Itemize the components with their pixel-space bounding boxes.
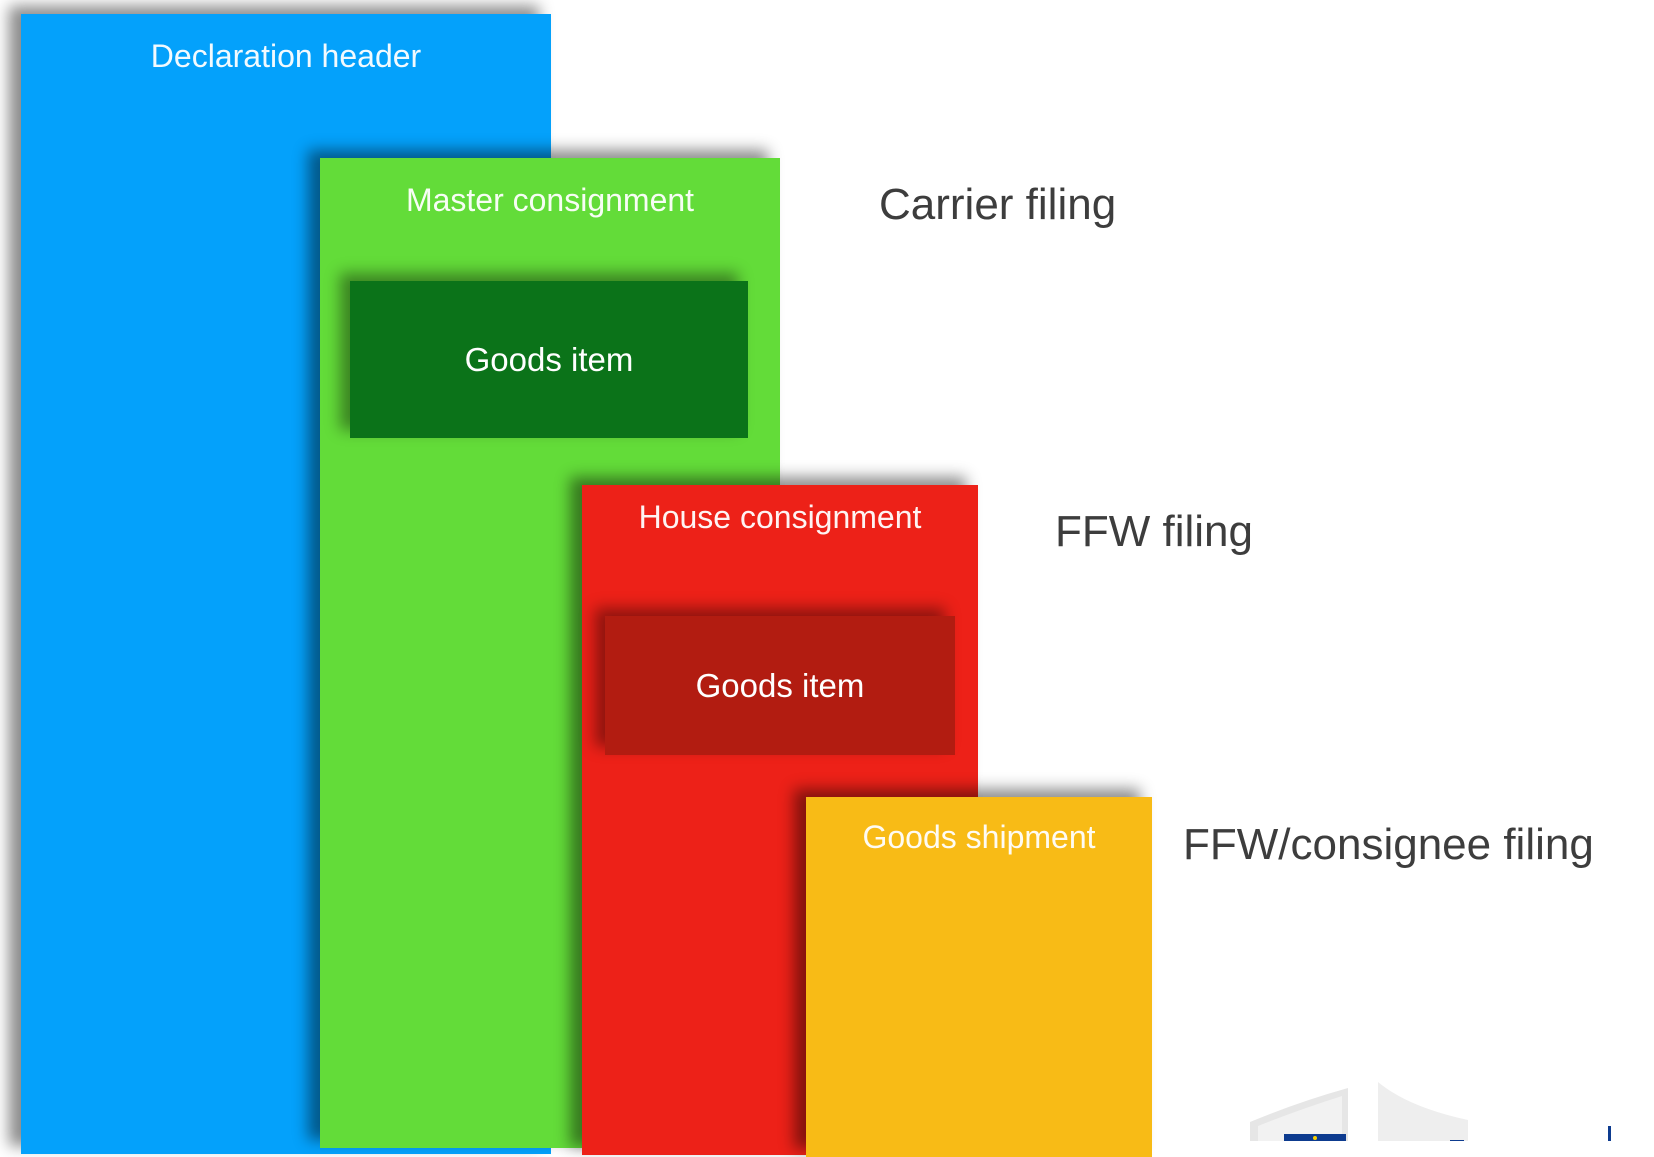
house-goods-item-label: Goods item [695, 666, 865, 704]
declaration-header-label: Declaration header [150, 38, 422, 74]
master-goods-item-box: Goods item [350, 281, 748, 438]
house-consignment-label: House consignment [638, 499, 922, 535]
goods-shipment-label: Goods shipment [862, 819, 1096, 855]
master-goods-item-label: Goods item [464, 340, 634, 378]
carrier-filing-label: Carrier filing [879, 180, 1117, 229]
european-commission-logo-icon [1238, 1082, 1654, 1141]
ffw-filing-label: FFW filing [1055, 507, 1253, 556]
goods-shipment-box: Goods shipment [806, 797, 1152, 1157]
ffw-consignee-filing-label: FFW/consignee filing [1183, 820, 1594, 869]
house-goods-item-box: Goods item [605, 616, 955, 755]
master-consignment-label: Master consignment [405, 182, 695, 218]
